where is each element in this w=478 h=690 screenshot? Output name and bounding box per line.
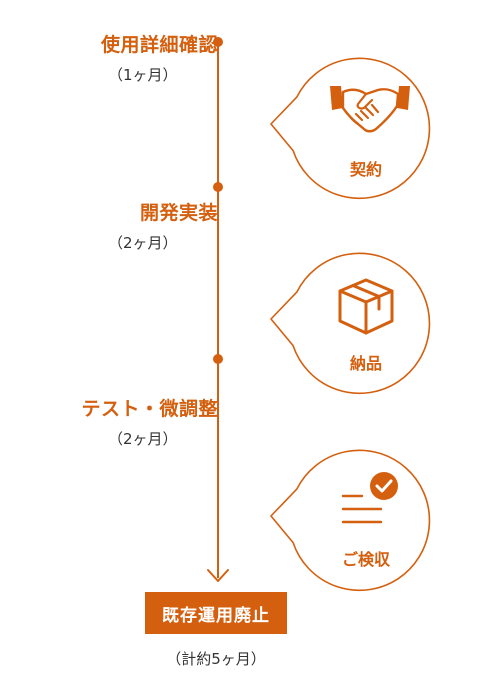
checklist-icon [341,472,398,524]
final-stage-box: 既存運用廃止 [145,592,287,634]
milestone-label-acceptance: ご検収 [341,550,390,569]
milestone-bubble-acceptance [270,449,431,592]
final-stage-label: 既存運用廃止 [162,605,270,626]
timeline-dot-requirements [213,37,223,47]
phase-duration-testing: （2ヶ月） [108,430,178,448]
milestone-label-delivery: 納品 [349,354,382,373]
phase-title-testing: テスト・微調整 [81,398,218,420]
phase-duration-development: （2ヶ月） [108,234,178,252]
milestone-bubble-delivery [270,252,431,395]
phase-title-development: 開発実装 [139,202,218,224]
timeline-dot-testing [213,354,223,364]
timeline-dot-development [213,182,223,192]
total-duration-note: （計約5ヶ月） [166,650,266,668]
milestone-label-contract: 契約 [349,160,382,179]
phase-duration-requirements: （1ヶ月） [108,66,178,84]
milestone-bubble-contract [270,57,431,200]
handshake-icon [330,86,410,133]
timeline-arrow-head [207,569,229,582]
phase-title-requirements: 使用詳細確認 [100,34,218,56]
box-icon [338,278,394,335]
